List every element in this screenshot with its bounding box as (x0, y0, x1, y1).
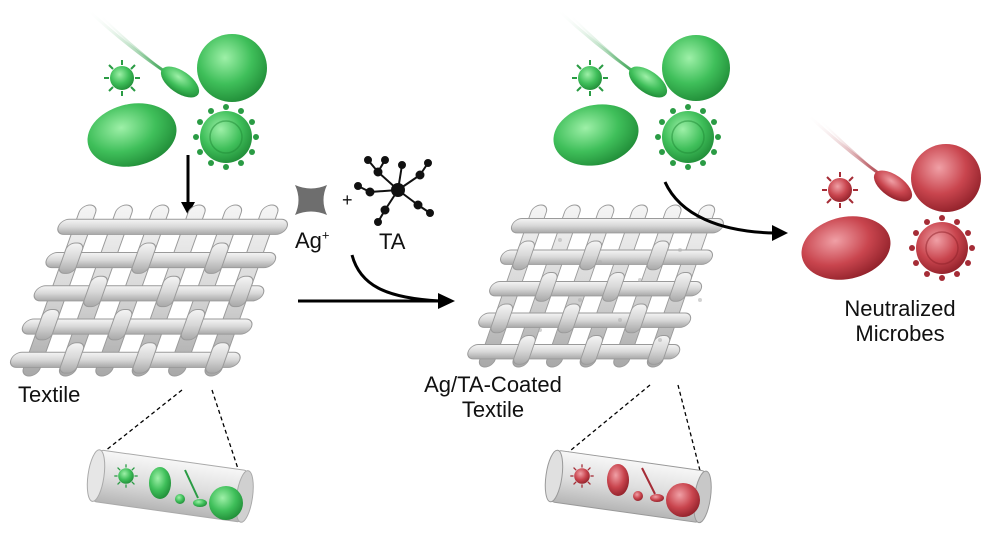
silver-ion-icon (295, 185, 327, 215)
neutralize-arrow (663, 181, 788, 241)
virus-icon (192, 103, 260, 171)
neutralized-microbes (801, 113, 981, 282)
fiber-cross-section-icon (544, 449, 712, 524)
bacterium-icon (556, 8, 668, 98)
bacterium-icon (86, 8, 200, 98)
virus-icon (103, 59, 141, 97)
virus-icon (821, 171, 859, 209)
tannic-acid-molecule-icon (354, 156, 434, 226)
round-cell-icon (911, 144, 981, 212)
virus-icon (908, 214, 976, 282)
bacterium-icon (806, 113, 913, 202)
silver-ion-label: Ag+ (295, 227, 330, 253)
neutralized-microbes-label: Neutralized Microbes (844, 296, 956, 347)
down-arrow (181, 155, 195, 215)
textile-label: Textile (18, 382, 81, 407)
oval-cell-icon (87, 103, 177, 167)
round-cell-icon (662, 35, 730, 101)
microbes-cluster-right (553, 8, 730, 171)
plus-sign: + (342, 190, 353, 210)
microbes-cluster-left (86, 8, 267, 171)
zoom-guide-right (564, 384, 706, 491)
woven-textile-icon (4, 204, 296, 377)
coated-textile-icon (462, 204, 731, 368)
fiber-cross-section-icon (86, 449, 254, 523)
coated-textile-label: Ag/TA-Coated Textile (424, 372, 562, 423)
oval-cell-icon (553, 104, 639, 166)
round-cell-icon (197, 34, 267, 102)
tannic-acid-label: TA (379, 229, 406, 254)
process-arrow (298, 254, 455, 309)
virus-icon (654, 103, 722, 171)
virus-icon (571, 59, 609, 97)
oval-cell-icon (801, 216, 891, 280)
